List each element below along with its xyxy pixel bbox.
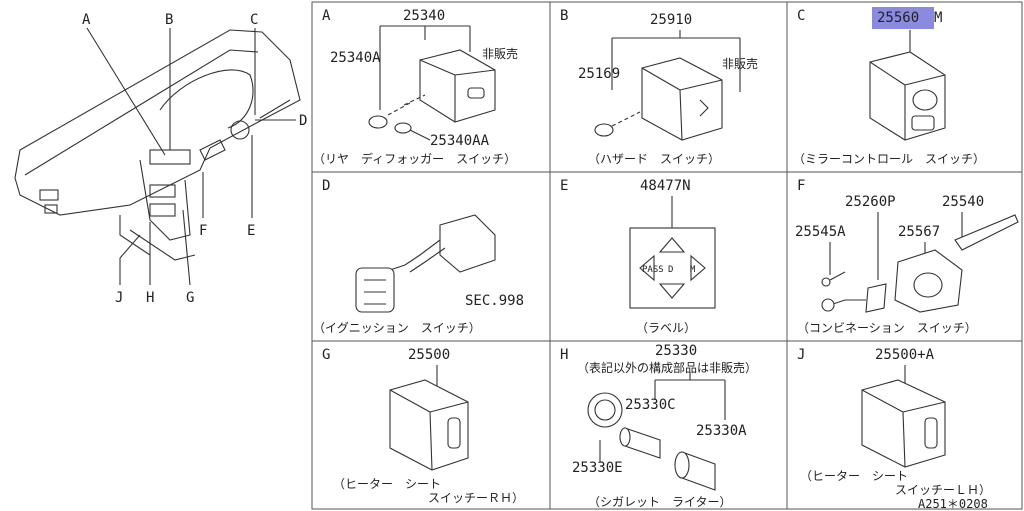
panel-b-caption: （ハザード スイッチ） [588, 152, 720, 166]
panel-f-caption: （コンビネーション スイッチ） [797, 321, 977, 335]
panel-d-letter: D [322, 178, 330, 194]
panel-e: E 48477N PASS D M （ラベル） [560, 178, 716, 335]
panel-j-caption-2: スイッチーＬＨ） [895, 483, 991, 497]
dashboard-overview: A B C D E F G H J [14, 12, 307, 306]
panel-grid [311, 1, 1023, 510]
not-for-sale-note: 非販売 [482, 46, 518, 61]
part-number: 25500+A [875, 347, 935, 363]
part-number: 25540 [942, 194, 984, 210]
panel-f-letter: F [797, 178, 805, 194]
panel-h: H 25330 （表記以外の構成部品は非販売） 25330C 25330A 25… [560, 343, 757, 509]
overview-label-j: J [115, 290, 123, 306]
not-for-sale-note: 非販売 [722, 56, 758, 71]
panel-g: G 25500 （ヒーター シート スイッチーＲＨ） [322, 347, 524, 505]
overview-label-b: B [165, 12, 173, 28]
section-reference: SEC.998 [465, 293, 524, 309]
panel-c-letter: C [797, 8, 805, 24]
part-number: 25340A [330, 50, 381, 66]
panel-h-letter: H [560, 347, 568, 363]
part-number: 48477N [640, 178, 691, 194]
part-highlight [872, 7, 934, 29]
part-number: 25330C [625, 397, 676, 413]
panel-a: A 25340 25340A 非販売 25340AA （リヤ ディフォッガー ス… [313, 8, 518, 166]
panel-j-letter: J [797, 347, 805, 363]
part-number: 25340 [403, 8, 445, 24]
part-number-suffix: M [934, 10, 942, 26]
overview-label-g: G [186, 290, 194, 306]
part-number-highlighted[interactable]: 25560 [877, 10, 919, 26]
part-number: 25910 [650, 12, 692, 28]
panel-h-caption: （シガレット ライター） [588, 495, 732, 509]
label-m: M [690, 265, 696, 275]
part-number: 25330A [696, 423, 747, 439]
overview-label-a: A [82, 12, 91, 28]
part-number: 25330E [572, 460, 623, 476]
part-number: 25567 [898, 224, 940, 240]
panel-e-letter: E [560, 178, 568, 194]
panel-d-caption: （イグニッション スイッチ） [313, 321, 481, 335]
overview-label-h: H [146, 290, 154, 306]
part-number: 25340AA [430, 133, 490, 149]
panel-g-letter: G [322, 347, 330, 363]
panel-d: D SEC.998 （イグニッション スイッチ） [313, 178, 524, 335]
panel-b: B 25910 25169 非販売 （ハザード スイッチ） [560, 8, 758, 166]
panel-e-caption: （ラベル） [636, 321, 696, 335]
label-d: D [668, 265, 673, 275]
panel-j-caption-1: （ヒーター シート [800, 469, 908, 483]
overview-label-c: C [250, 12, 258, 28]
part-number: 25169 [578, 66, 620, 82]
panel-a-caption: （リヤ ディフォッガー スイッチ） [313, 151, 516, 166]
part-number: 25500 [408, 347, 450, 363]
panel-g-caption-2: スイッチーＲＨ） [428, 491, 524, 505]
not-for-sale-note: （表記以外の構成部品は非販売） [577, 360, 757, 375]
part-number: 25545A [795, 224, 846, 240]
part-number: 25330 [655, 343, 697, 359]
drawing-reference: A251＊0208 [918, 497, 988, 511]
panel-g-caption-1: （ヒーター シート [333, 477, 441, 491]
overview-label-f: F [199, 223, 207, 239]
label-pass: PASS [642, 265, 664, 275]
panel-c: C 25560 M （ミラーコントロール スイッチ） [793, 7, 985, 166]
panel-b-letter: B [560, 8, 568, 24]
part-number: 25260P [845, 194, 896, 210]
panel-j: J 25500+A （ヒーター シート スイッチーＬＨ） A251＊0208 [797, 347, 991, 511]
overview-label-e: E [247, 223, 255, 239]
panel-f: F 25260P 25540 25545A 25567 （コンビネーション スイ… [795, 178, 1019, 335]
overview-label-d: D [299, 113, 307, 129]
panel-a-letter: A [322, 8, 331, 24]
panel-c-caption: （ミラーコントロール スイッチ） [793, 152, 985, 166]
